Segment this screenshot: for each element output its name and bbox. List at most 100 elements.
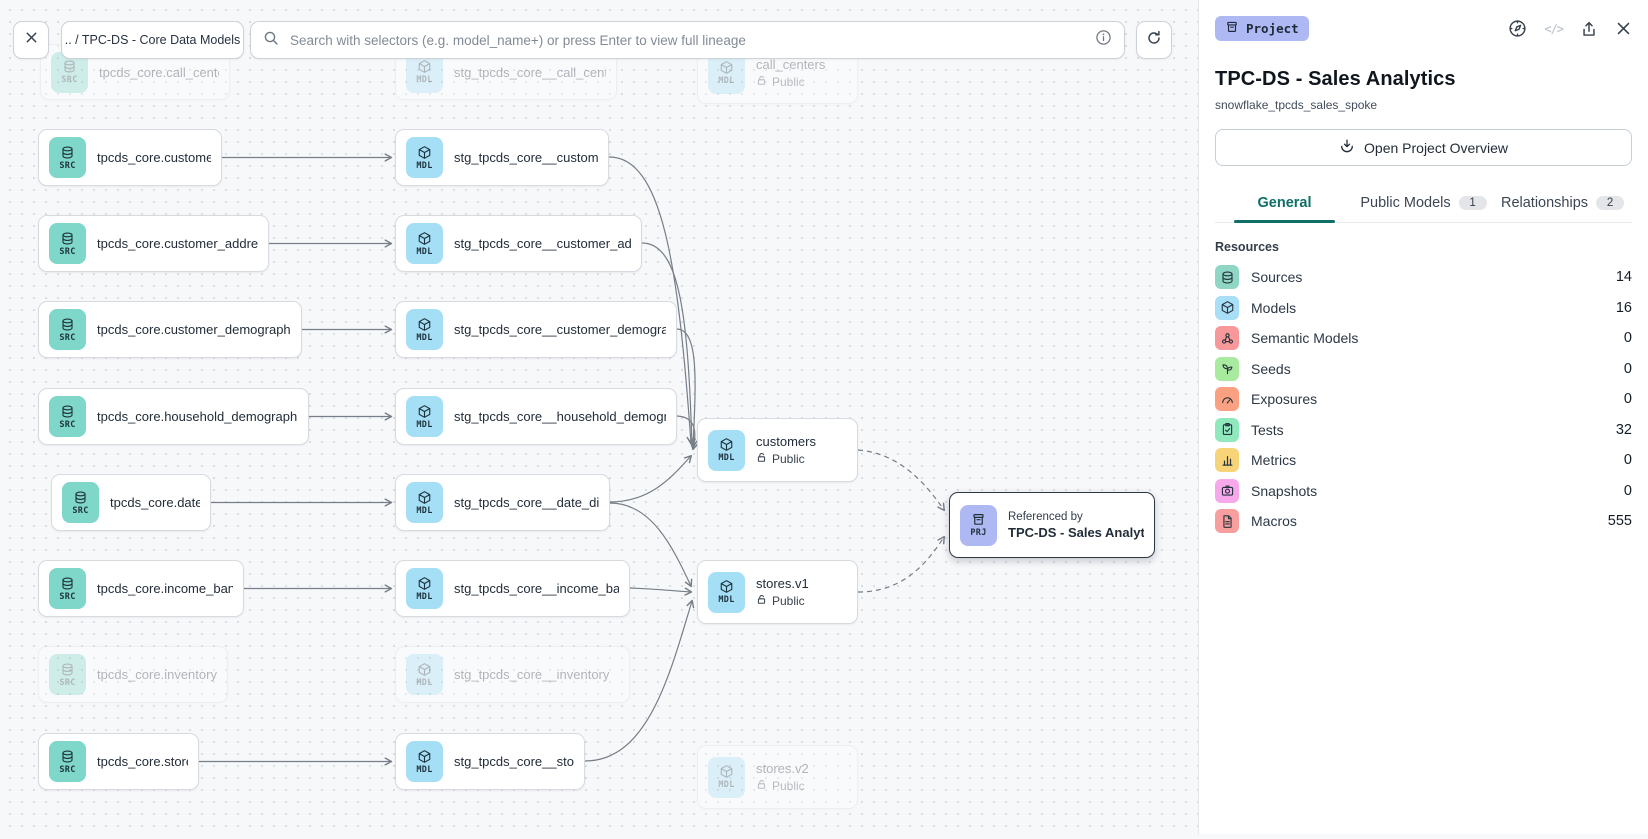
node-label: tpcds_core.customer_demographics bbox=[97, 322, 291, 337]
overview-icon bbox=[1339, 138, 1355, 157]
gauge-icon bbox=[1215, 387, 1239, 411]
mdl-badge: MDL bbox=[406, 137, 443, 178]
node-label: stg_tpcds_core__store bbox=[454, 754, 574, 769]
node-access-label: Public bbox=[772, 594, 805, 608]
node-label: stores.v1 bbox=[756, 576, 809, 591]
sprout-icon bbox=[1215, 356, 1239, 381]
node-label: stg_tpcds_core__income_band bbox=[454, 581, 619, 596]
mdl-badge: MDL bbox=[406, 482, 443, 523]
bar-chart-icon bbox=[1215, 448, 1239, 472]
node-label: call_centers bbox=[756, 57, 826, 72]
node-access-label: Public bbox=[772, 75, 805, 89]
document-icon bbox=[1215, 509, 1239, 533]
src-badge: SRC bbox=[49, 137, 86, 178]
resource-row-metrics: Metrics 0 bbox=[1215, 448, 1632, 472]
mdl-badge: MDL bbox=[708, 52, 745, 94]
mdl-badge: MDL bbox=[406, 654, 443, 695]
close-icon bbox=[24, 30, 39, 50]
search-icon bbox=[263, 30, 279, 51]
src-badge: SRC bbox=[49, 309, 86, 350]
public-lock-icon bbox=[756, 779, 767, 793]
resources-heading: Resources bbox=[1215, 240, 1279, 254]
share-icon-button[interactable] bbox=[1580, 20, 1598, 38]
public-lock-icon bbox=[756, 75, 767, 89]
semantic-graph-icon bbox=[1215, 326, 1239, 350]
open-project-overview-label: Open Project Overview bbox=[1364, 139, 1508, 156]
resource-count: 555 bbox=[1607, 513, 1632, 529]
tab-relationships[interactable]: Relationships 2 bbox=[1493, 187, 1632, 222]
resource-count: 0 bbox=[1623, 330, 1632, 346]
node-label: tpcds_core.date_dim bbox=[110, 495, 200, 510]
resource-count: 16 bbox=[1615, 299, 1632, 316]
public-lock-icon bbox=[756, 594, 767, 608]
resource-count: 0 bbox=[1623, 391, 1632, 407]
node-pre-label: Referenced by bbox=[1008, 510, 1083, 523]
node-label: customers bbox=[756, 434, 816, 449]
clipboard-check-icon bbox=[1215, 417, 1239, 442]
node-src_customer_demographics[interactable]: SRC tpcds_core.customer_demographics bbox=[38, 301, 302, 358]
camera-icon bbox=[1215, 478, 1239, 503]
open-project-overview-button[interactable]: Open Project Overview bbox=[1215, 129, 1632, 166]
tab-general[interactable]: General bbox=[1215, 187, 1354, 223]
search-input[interactable] bbox=[288, 31, 1086, 49]
refresh-lineage-button[interactable] bbox=[1136, 21, 1172, 59]
node-label: stg_tpcds_core__customer_demogra… bbox=[454, 322, 666, 337]
resource-type-badge: Project bbox=[1215, 16, 1309, 41]
mdl-badge: MDL bbox=[708, 429, 745, 471]
src-badge: SRC bbox=[49, 223, 86, 264]
search-bar bbox=[250, 21, 1125, 59]
node-stg_customer_demographics[interactable]: MDL stg_tpcds_core__customer_demogra… bbox=[395, 301, 677, 358]
node-access-label: Public bbox=[772, 452, 805, 466]
mdl-badge: MDL bbox=[406, 309, 443, 350]
public-lock-icon bbox=[756, 452, 767, 466]
code-icon-button[interactable]: </> bbox=[1544, 22, 1564, 36]
node-label: stg_tpcds_core__customer bbox=[454, 150, 598, 165]
mdl-badge: MDL bbox=[406, 568, 443, 609]
resource-count: 0 bbox=[1623, 360, 1632, 377]
node-label: stores.v2 bbox=[756, 761, 809, 776]
tab-public-models[interactable]: Public Models 1 bbox=[1354, 187, 1493, 222]
prj-badge: PRJ bbox=[960, 504, 997, 546]
close-lineage-button[interactable] bbox=[13, 21, 49, 59]
node-label: tpcds_core.call_center bbox=[99, 64, 219, 80]
resource-row-sources: Sources 14 bbox=[1215, 265, 1632, 289]
node-label: tpcds_core.store bbox=[97, 754, 188, 769]
mdl-badge: MDL bbox=[708, 571, 745, 613]
resource-row-tests: Tests 32 bbox=[1215, 417, 1632, 442]
resource-row-seeds: Seeds 0 bbox=[1215, 356, 1632, 381]
node-stg_customer[interactable]: MDL stg_tpcds_core__customer bbox=[395, 129, 609, 186]
info-icon[interactable] bbox=[1095, 29, 1112, 51]
refresh-icon bbox=[1146, 30, 1162, 51]
node-stg_income_band[interactable]: MDL stg_tpcds_core__income_band bbox=[395, 560, 630, 617]
mdl-badge: MDL bbox=[708, 756, 745, 798]
project-technical-name: snowflake_tpcds_sales_spoke bbox=[1215, 98, 1378, 112]
close-panel-button[interactable] bbox=[1615, 20, 1632, 37]
mdl-badge: MDL bbox=[406, 223, 443, 264]
project-icon bbox=[1225, 20, 1239, 37]
resource-row-snapshots: Snapshots 0 bbox=[1215, 478, 1632, 503]
explore-compass-icon-button[interactable] bbox=[1508, 19, 1527, 38]
resource-row-models: Models 16 bbox=[1215, 295, 1632, 320]
src-badge: SRC bbox=[49, 568, 86, 609]
breadcrumb[interactable]: .. / TPC-DS - Core Data Models bbox=[61, 21, 244, 59]
resource-row-exposures: Exposures 0 bbox=[1215, 387, 1632, 411]
tab-count-badge: 1 bbox=[1458, 196, 1487, 210]
panel-tabs: General Public Models 1 Relationships 2 bbox=[1215, 187, 1632, 223]
